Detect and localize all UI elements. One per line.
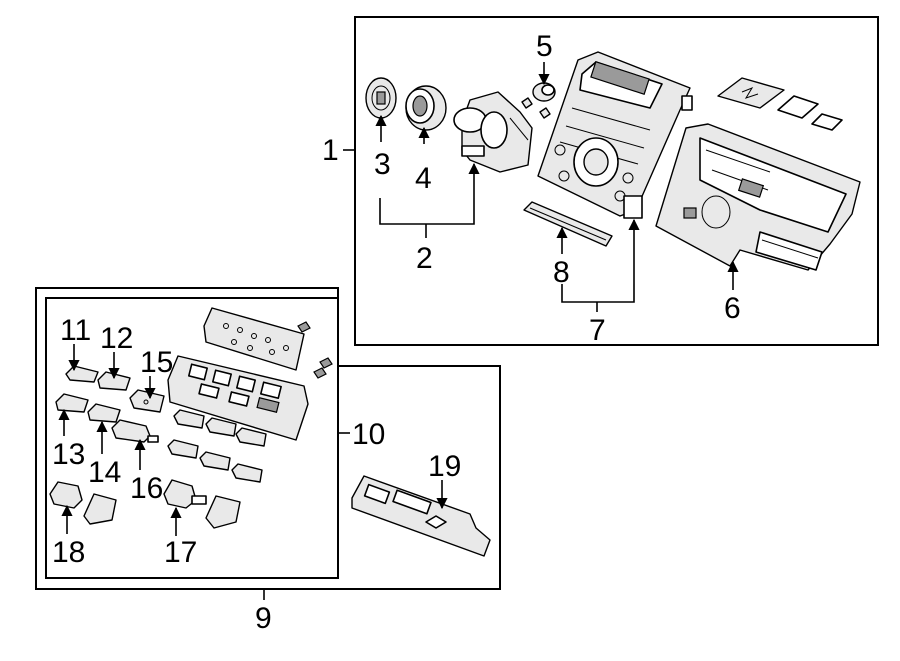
callout-15: 15 bbox=[140, 346, 173, 379]
switch-14-part bbox=[87, 403, 121, 423]
radio-unit-part bbox=[655, 123, 861, 271]
callout-8: 8 bbox=[553, 256, 570, 289]
switch-17-part bbox=[163, 479, 241, 529]
callout-18: 18 bbox=[52, 536, 85, 569]
screws bbox=[297, 321, 333, 379]
callout-3: 3 bbox=[374, 148, 391, 181]
callout-12: 12 bbox=[100, 322, 133, 355]
upper-assembly-frame bbox=[354, 16, 879, 346]
callout-2: 2 bbox=[416, 242, 433, 275]
switch-15-part bbox=[129, 389, 165, 413]
switch-bezel-part bbox=[167, 355, 309, 441]
outer-switch-frame bbox=[35, 287, 501, 590]
callout-14: 14 bbox=[88, 456, 121, 489]
callout-11: 11 bbox=[60, 314, 91, 347]
switch-16-part bbox=[111, 419, 159, 443]
callout-5: 5 bbox=[536, 30, 553, 63]
rocker-switches bbox=[167, 409, 267, 483]
small-knob-part bbox=[521, 82, 556, 119]
switch-11-part bbox=[65, 365, 99, 383]
leader-lines bbox=[58, 62, 739, 600]
callout-6: 6 bbox=[724, 292, 741, 325]
control-panel-part bbox=[537, 51, 693, 219]
circuit-board-part bbox=[203, 307, 305, 371]
display-unit-part bbox=[351, 475, 491, 557]
callout-19: 19 bbox=[428, 450, 461, 483]
inner-switch-frame bbox=[45, 297, 339, 579]
switch-12-part bbox=[97, 371, 131, 391]
callout-7: 7 bbox=[589, 314, 606, 347]
switch-13-part bbox=[55, 393, 89, 413]
knob-housing-part bbox=[453, 91, 533, 173]
callout-1: 1 bbox=[322, 134, 339, 167]
callout-10: 10 bbox=[352, 418, 385, 451]
callout-13: 13 bbox=[52, 438, 85, 471]
callout-17: 17 bbox=[164, 536, 197, 569]
callout-16: 16 bbox=[130, 472, 163, 505]
knob-ring-part bbox=[405, 85, 447, 131]
label-plates bbox=[717, 77, 843, 131]
callout-9: 9 bbox=[255, 602, 272, 635]
trim-strip-part bbox=[523, 201, 613, 247]
switch-18-part bbox=[49, 481, 117, 525]
knob-face-part bbox=[365, 77, 397, 119]
callout-4: 4 bbox=[415, 162, 432, 195]
